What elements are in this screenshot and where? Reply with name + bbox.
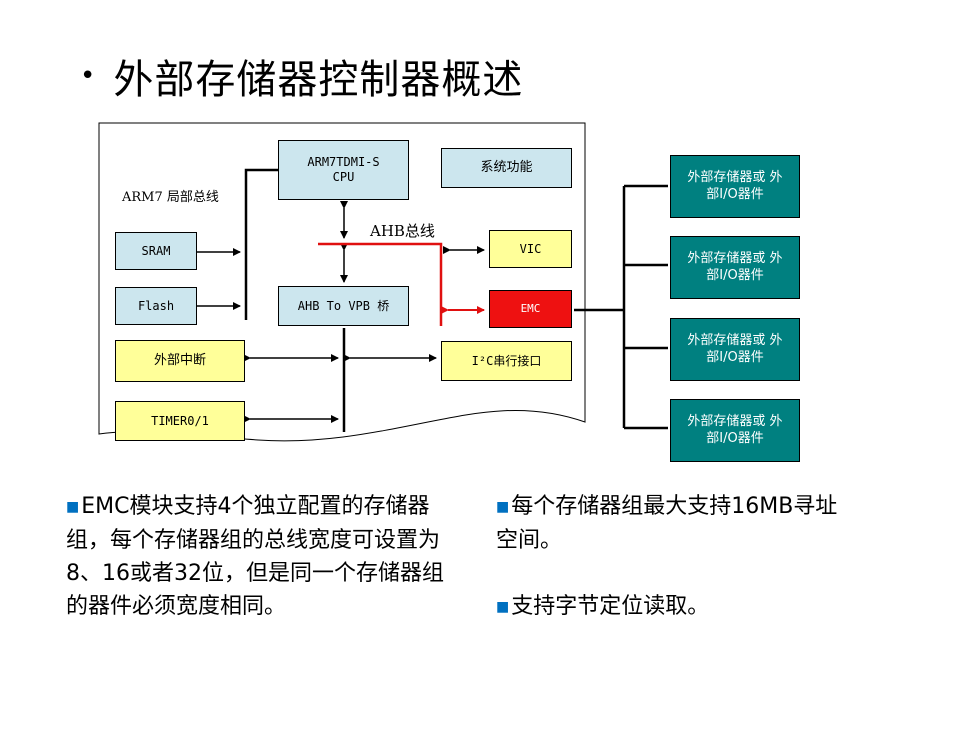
sram-label: SRAM — [141, 243, 171, 258]
ext-device-box-4: 外部存储器或 外部I/O器件 — [670, 399, 800, 462]
sram-box: SRAM — [115, 232, 197, 270]
page-title: 外部存储器控制器概述 — [113, 57, 524, 103]
bullet-marker: ■ — [66, 498, 80, 515]
cpu-label: ARM7TDMI-S CPU — [307, 155, 380, 184]
local-bus-line — [244, 168, 280, 320]
cpu-box: ARM7TDMI-S CPU — [278, 140, 409, 200]
ahb-bus-label: AHB总线 — [370, 222, 435, 240]
bullet-marker: ■ — [496, 598, 510, 615]
paragraph-left: ■EMC模块支持4个独立配置的存储器组，每个存储器组的总线宽度可设置为8、16或… — [66, 490, 464, 623]
timer-box: TIMER0/1 — [115, 401, 245, 441]
paragraph-left-text: EMC模块支持4个独立配置的存储器组，每个存储器组的总线宽度可设置为8、16或者… — [66, 494, 444, 619]
ext-device-box-2: 外部存储器或 外部I/O器件 — [670, 236, 800, 299]
ext-device-label-2: 外部存储器或 外部I/O器件 — [687, 251, 783, 283]
flash-box: Flash — [115, 287, 197, 325]
emc-box: EMC — [489, 290, 572, 328]
bridge-box: AHB To VPB 桥 — [278, 286, 409, 326]
ext-device-box-1: 外部存储器或 外部I/O器件 — [670, 155, 800, 218]
paragraph-right-2-text: 支持字节定位读取。 — [511, 594, 710, 619]
ext-device-label-1: 外部存储器或 外部I/O器件 — [687, 170, 783, 202]
timer-label: TIMER0/1 — [151, 413, 209, 428]
i2c-label: I²C串行接口 — [471, 353, 542, 368]
paragraph-right-2: ■支持字节定位读取。 — [496, 590, 856, 624]
page-title-row: • 外部存储器控制器概述 — [80, 46, 523, 106]
ext-int-label: 外部中断 — [153, 352, 206, 368]
i2c-box: I²C串行接口 — [441, 341, 572, 381]
ext-device-label-4: 外部存储器或 外部I/O器件 — [687, 414, 783, 446]
flash-label: Flash — [137, 298, 175, 313]
sys-func-box: 系统功能 — [441, 148, 572, 188]
ext-int-box: 外部中断 — [115, 340, 245, 382]
paragraph-right-1-text: 每个存储器组最大支持16MB寻址空间。 — [496, 494, 838, 553]
sys-func-label: 系统功能 — [480, 159, 533, 175]
emc-label: EMC — [520, 302, 541, 316]
ext-device-box-3: 外部存储器或 外部I/O器件 — [670, 318, 800, 381]
vic-label: VIC — [519, 241, 542, 256]
paragraph-right-1: ■每个存储器组最大支持16MB寻址空间。 — [496, 490, 856, 557]
vic-box: VIC — [489, 230, 572, 268]
ahb-bus-line — [318, 242, 443, 326]
title-bullet: • — [80, 61, 96, 91]
bullet-marker: ■ — [496, 498, 510, 515]
bridge-label: AHB To VPB 桥 — [297, 298, 390, 313]
local-bus-label: ARM7 局部总线 — [122, 190, 219, 205]
ext-device-label-3: 外部存储器或 外部I/O器件 — [687, 333, 783, 365]
